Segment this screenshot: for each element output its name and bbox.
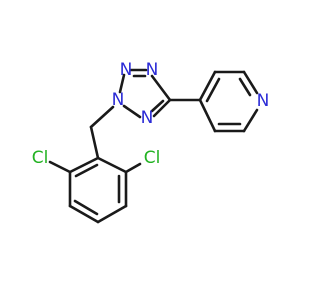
bond-py-3 (242, 70, 259, 95)
atom-labels: N N N N N Cl Cl (32, 60, 270, 168)
bond-bz-1 (96, 156, 128, 174)
bond-bz-4-inner (73, 199, 99, 216)
bond-bz-4 (68, 204, 100, 224)
bond-py-3-inner (238, 77, 252, 97)
atom-n-pyridine: N (257, 91, 270, 111)
bond-py-1-inner (205, 77, 221, 103)
bond-ch2-cbz (89, 125, 100, 160)
atom-cl-right: Cl (144, 148, 161, 168)
bond-n2-ch2 (89, 105, 115, 129)
atom-n-top-left: N (120, 60, 133, 80)
bond-bz-6 (68, 156, 100, 174)
atom-n-top-right: N (146, 60, 159, 80)
bond-py-4 (242, 108, 259, 133)
bond-cbz-cl-right (124, 162, 142, 174)
bond-bz-6-inner (74, 163, 99, 178)
bond-c5-n1-inner (150, 99, 165, 113)
bond-c5-n1 (152, 98, 172, 118)
bond-n2-n3 (118, 73, 126, 94)
molecule-structure: N N N N N Cl Cl (32, 60, 270, 224)
bond-n1-n2 (122, 104, 142, 119)
bonds (48, 68, 259, 224)
atom-cl-left: Cl (32, 148, 49, 168)
bond-cbz-cl-left (48, 160, 72, 174)
bond-py-1 (198, 70, 217, 102)
atom-n-left: N (112, 90, 125, 110)
bond-n4-c5 (150, 74, 172, 102)
bond-py-6 (198, 98, 217, 133)
atom-n-bottom: N (141, 108, 154, 128)
bond-bz-3 (96, 204, 128, 224)
